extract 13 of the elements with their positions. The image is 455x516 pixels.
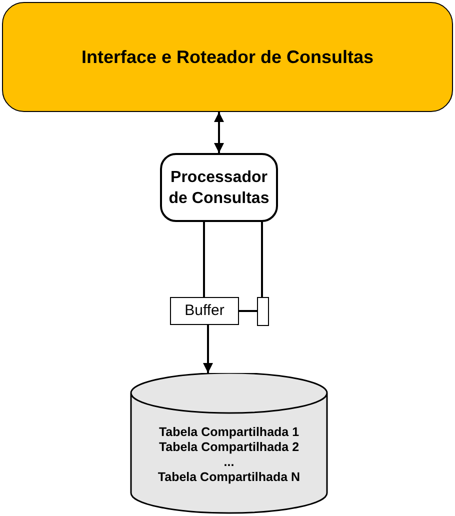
connector-line <box>261 222 263 297</box>
router-box: Interface e Roteador de Consultas <box>2 2 453 112</box>
process-box: Processador de Consultas <box>160 153 278 222</box>
table-name: Tabela Compartilhada 1 <box>158 425 300 440</box>
buffer-box: Buffer <box>170 297 239 325</box>
connector-line <box>203 222 205 297</box>
table-name: ... <box>224 455 234 470</box>
table-name: Tabela Compartilhada N <box>158 470 300 485</box>
arrow <box>214 112 224 153</box>
small-box <box>257 297 269 326</box>
arrow <box>203 325 213 373</box>
connector-line <box>239 310 257 312</box>
table-name: Tabela Compartilhada 2 <box>158 440 300 455</box>
